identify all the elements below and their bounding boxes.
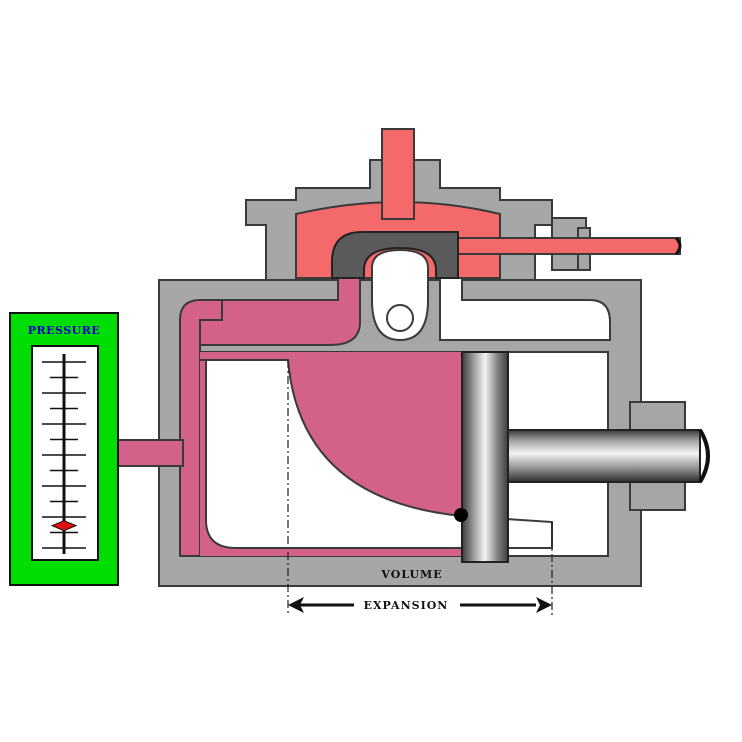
diamond-icon: [50, 520, 78, 532]
arrow-right-icon: [536, 597, 552, 613]
valve-cavity: [371, 248, 429, 342]
piston-rod: [507, 429, 701, 483]
steam-inlet-pipe: [381, 128, 415, 220]
volume-label: VOLUME: [380, 568, 442, 581]
valve-port-hole: [386, 304, 414, 332]
piston: [461, 351, 509, 563]
valve-rod-end: [674, 236, 682, 256]
gauge-pipe: [117, 439, 184, 467]
arrow-left-icon: [288, 597, 304, 613]
exhaust-steam-port: [439, 277, 611, 341]
valve-rod: [457, 237, 681, 255]
expansion-label: EXPANSION: [364, 599, 449, 612]
piston-rod-end: [698, 428, 710, 484]
gauge-ticks: [42, 361, 86, 549]
pressure-label: PRESSURE: [28, 324, 101, 337]
pressure-gauge: PRESSURE: [9, 312, 119, 586]
slide-valve: [331, 231, 459, 279]
left-steam-passage: [179, 299, 223, 557]
state-point-dot-icon: [454, 508, 468, 522]
expansion-arrow: EXPANSION: [288, 597, 552, 613]
